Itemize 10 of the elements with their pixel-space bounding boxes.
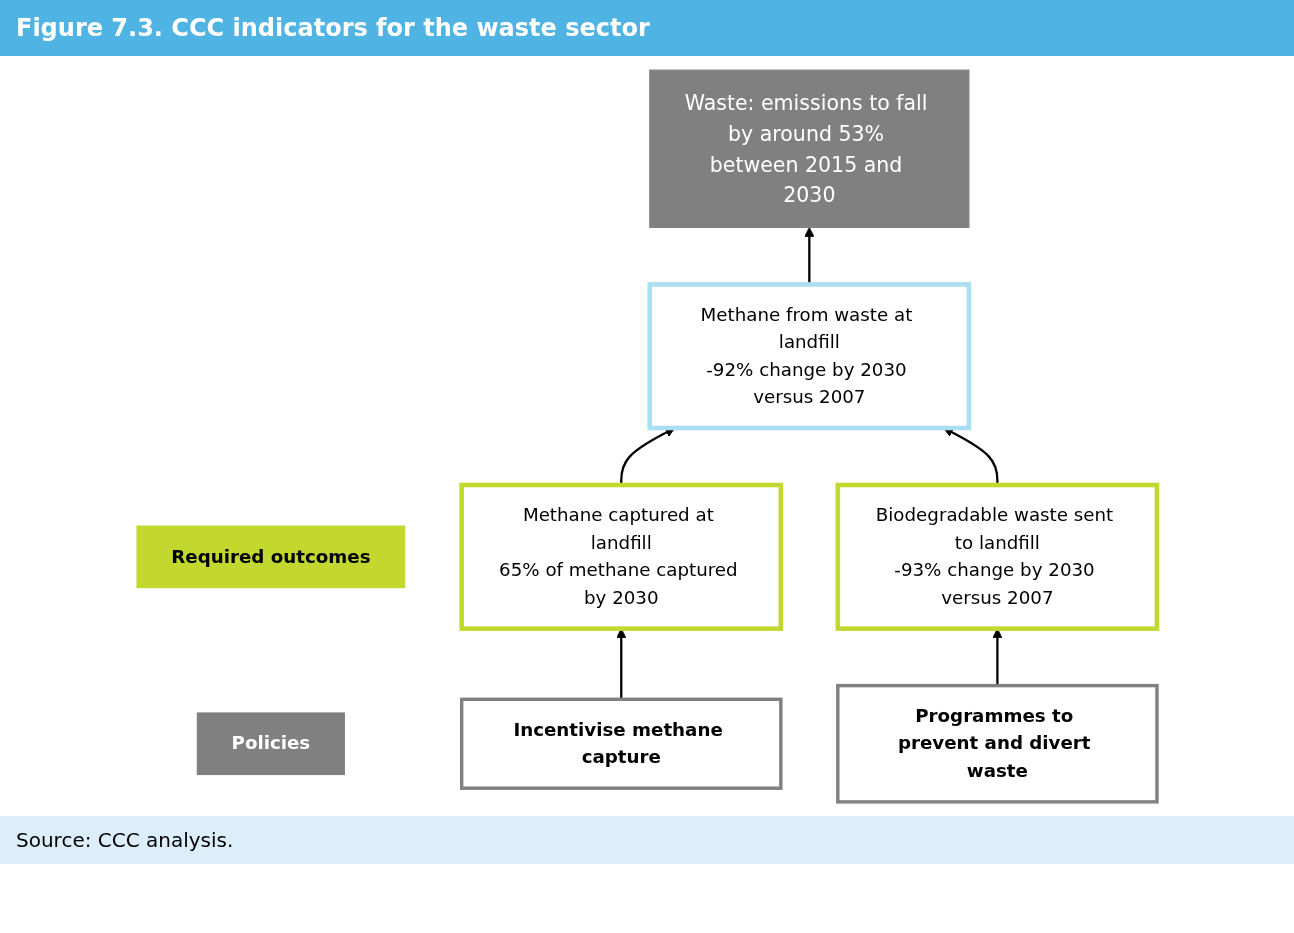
source-caption: Source: CCC analysis.	[0, 816, 1294, 864]
node-box: Methane from waste at landfill -92% change by 2030 versus 2007	[647, 282, 972, 431]
node-box: Programmes to prevent and divert waste	[836, 683, 1159, 804]
node-box: Required outcomes	[136, 525, 406, 589]
figure-title: Figure 7.3. CCC indicators for the waste sector	[0, 0, 1294, 56]
node-box: Waste: emissions to fall by around 53% between 2015 and 2030	[649, 69, 970, 228]
node-box: Incentivise methane capture	[459, 697, 783, 790]
node-box: Policies	[196, 712, 345, 776]
node-box: Biodegradable waste sent to landfill -93% change by 2030 versus 2007	[835, 482, 1160, 631]
node-box: Methane captured at landfill 65% of methane captured by 2030	[459, 482, 784, 631]
